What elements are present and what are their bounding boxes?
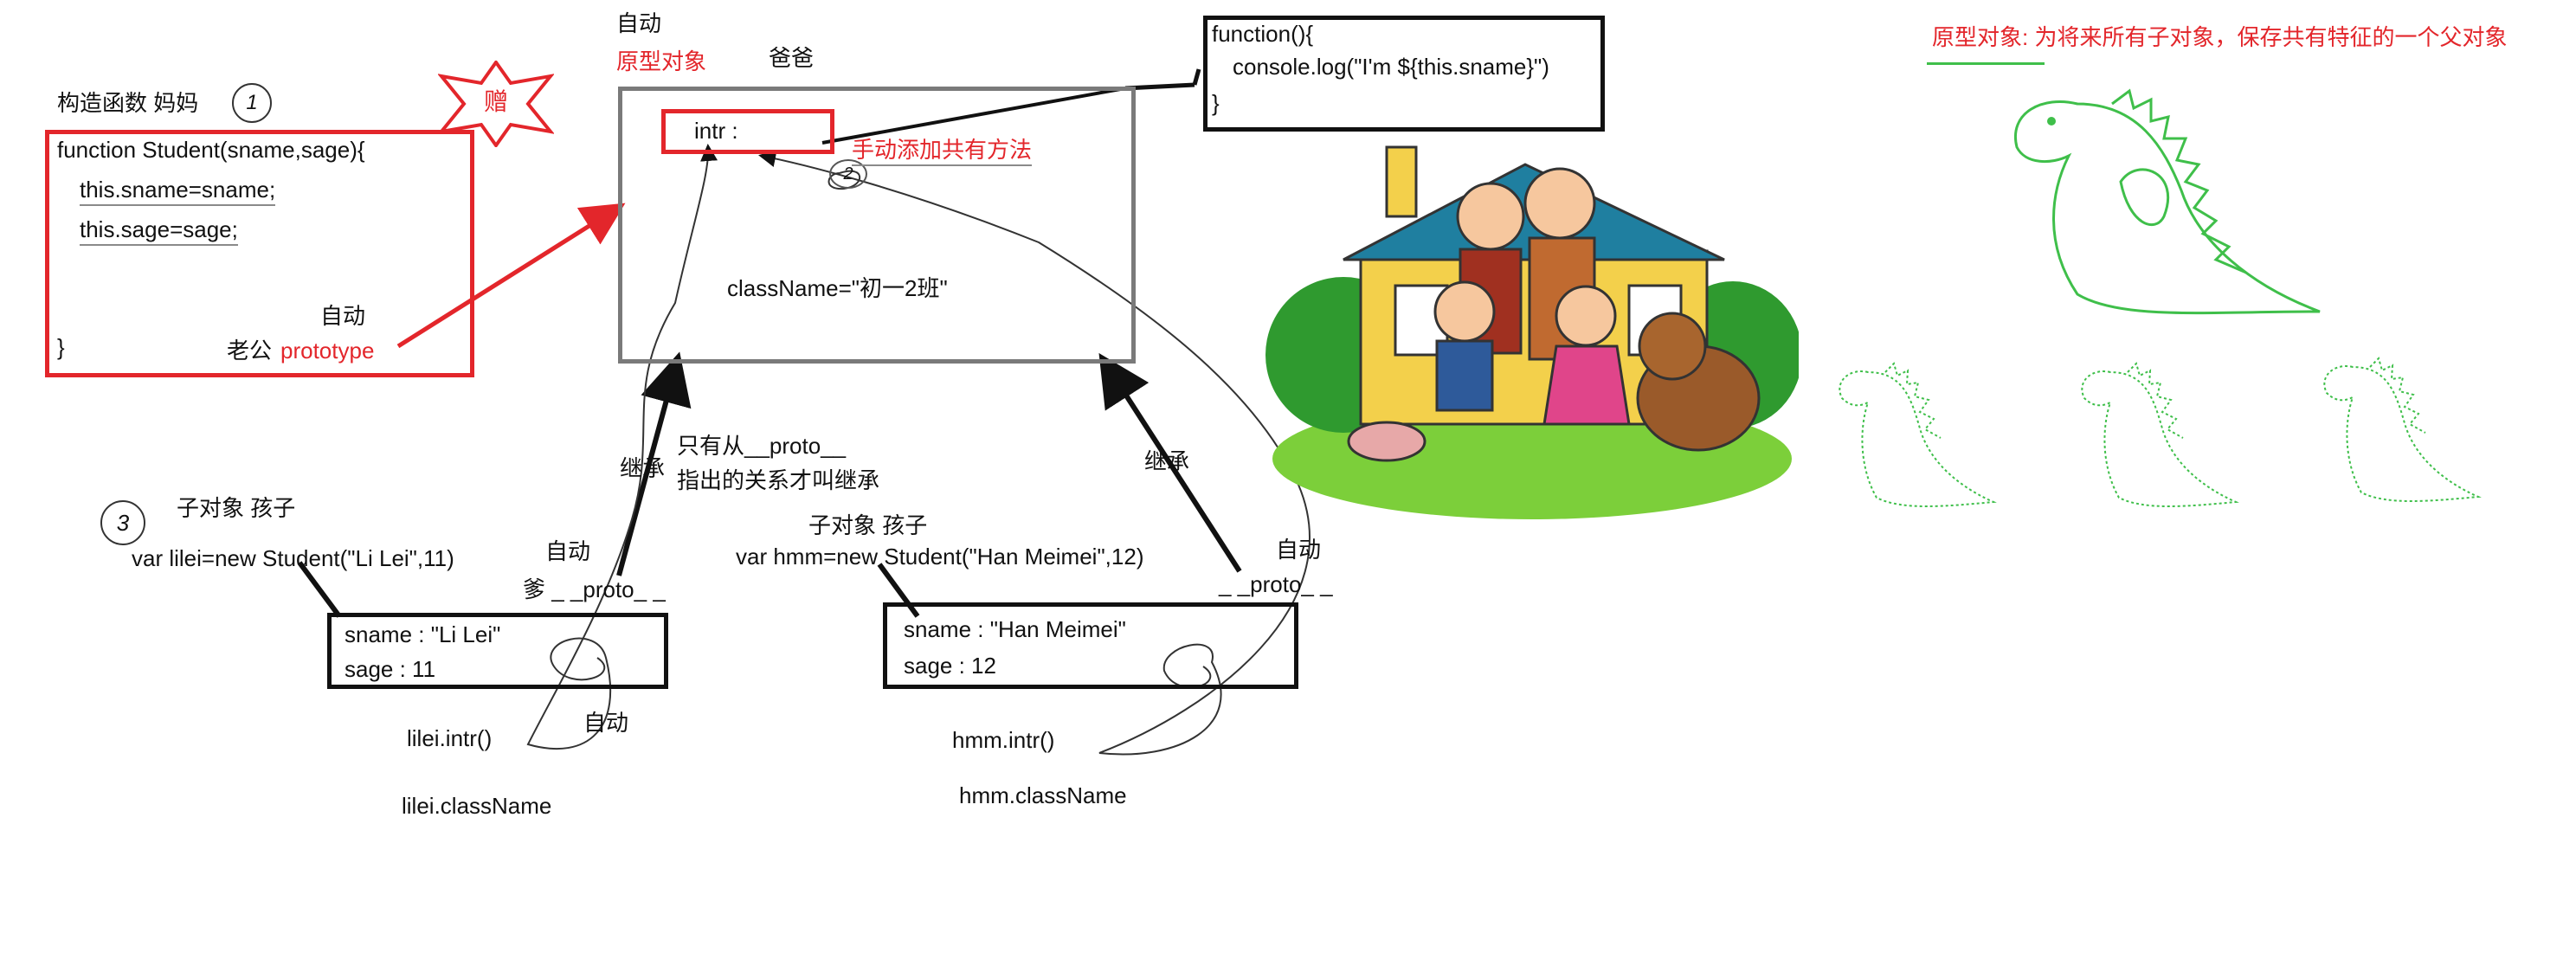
prototype-box bbox=[618, 87, 1136, 364]
hmm-object-box bbox=[883, 602, 1298, 689]
dinosaur-small-icon-3 bbox=[2323, 357, 2482, 502]
hmm-code: var hmm=new Student("Han Meimei",12) bbox=[736, 544, 1144, 570]
constructor-line-3: this.sage=sage; bbox=[80, 216, 238, 246]
gift-star: 赠 bbox=[437, 59, 555, 149]
step-2-badge: 2 bbox=[829, 159, 867, 189]
prototype-auto-label: 自动 bbox=[616, 10, 662, 36]
hmm-proto-arrow bbox=[1098, 352, 1242, 573]
prototype-label: prototype bbox=[280, 338, 375, 364]
intr-label: intr : bbox=[694, 118, 738, 144]
lilei-lookup-curve bbox=[526, 144, 718, 750]
lilei-code: var lilei=new Student("Li Lei",11) bbox=[132, 545, 454, 571]
lilei-auto-label: 自动 bbox=[545, 538, 591, 564]
function-line-3: } bbox=[1212, 90, 1220, 116]
lilei-classname-access: lilei.className bbox=[402, 793, 552, 819]
husband-label: 老公 bbox=[227, 338, 273, 364]
lilei-intr-call: lilei.intr() bbox=[407, 725, 493, 751]
gift-label: 赠 bbox=[483, 88, 508, 115]
prototype-definition-note: 原型对象: 为将来所有子对象，保存共有特征的一个父对象 bbox=[1932, 24, 2508, 50]
step-1-badge: 1 bbox=[232, 83, 272, 123]
constructor-box bbox=[45, 130, 474, 377]
dinosaur-small-icon-1 bbox=[1839, 362, 1997, 507]
step-3-badge: 3 bbox=[100, 500, 145, 545]
constructor-line-1: function Student(sname,sage){ bbox=[57, 137, 365, 163]
hmm-lookup-curve bbox=[758, 150, 1311, 756]
note-underline bbox=[1927, 62, 2045, 65]
class-name-text: className="初一2班" bbox=[727, 275, 948, 301]
family-house-illustration bbox=[1265, 138, 1802, 519]
lilei-var-line bbox=[297, 561, 342, 618]
hmm-sname: sname : "Han Meimei" bbox=[904, 616, 1126, 642]
lilei-call-auto-label: 自动 bbox=[583, 710, 629, 736]
hmm-heading: 子对象 孩子 bbox=[808, 512, 928, 538]
intr-to-function-arrow-2 bbox=[1192, 68, 1201, 86]
dinosaur-parent-sketch bbox=[1991, 69, 2337, 329]
dinosaur-child-sketch-1 bbox=[1825, 346, 1998, 519]
prototype-arrow bbox=[396, 203, 626, 349]
inherit-note-line-2: 指出的关系才叫继承 bbox=[677, 467, 880, 493]
dinosaur-child-sketch-2 bbox=[2067, 346, 2240, 519]
lilei-sname: sname : "Li Lei" bbox=[345, 621, 501, 647]
dinosaur-big-icon bbox=[2014, 88, 2321, 315]
prototype-title: 原型对象 bbox=[616, 48, 707, 74]
hmm-auto-label: 自动 bbox=[1276, 537, 1322, 563]
lilei-sage: sage : 11 bbox=[345, 656, 436, 682]
intr-link-line bbox=[821, 87, 1126, 145]
inherit-label-right: 继承 bbox=[1144, 448, 1190, 474]
inherit-label-left: 继承 bbox=[620, 455, 666, 481]
intr-highlight-box bbox=[661, 109, 834, 154]
hmm-intr-call: hmm.intr() bbox=[952, 727, 1055, 753]
lilei-heading: 子对象 孩子 bbox=[177, 495, 296, 521]
family-picture-icon bbox=[1265, 145, 1802, 519]
constructor-heading: 构造函数 妈妈 bbox=[57, 90, 199, 116]
function-box bbox=[1203, 16, 1605, 132]
dinosaur-small-icon-2 bbox=[2081, 362, 2239, 507]
intr-to-function-arrow bbox=[1124, 82, 1195, 91]
hmm-classname-access: hmm.className bbox=[959, 782, 1127, 808]
dinosaur-child-sketch-3 bbox=[2309, 341, 2483, 514]
inherit-note-line-1: 只有从__proto__ bbox=[677, 433, 847, 459]
constructor-line-4: } bbox=[57, 334, 65, 360]
lilei-proto-arrow bbox=[616, 351, 692, 576]
manual-add-label: 手动添加共有方法 bbox=[852, 137, 1033, 166]
function-line-2: console.log("I'm ${this.sname}") bbox=[1233, 54, 1549, 80]
function-line-1: function(){ bbox=[1212, 21, 1314, 47]
dad-label: 爸爸 bbox=[769, 45, 815, 71]
constructor-auto-label: 自动 bbox=[320, 303, 366, 329]
hmm-proto-label: _ _proto_ _ bbox=[1219, 571, 1333, 597]
star-icon bbox=[437, 59, 555, 149]
hmm-var-line bbox=[877, 563, 920, 618]
hmm-sage: sage : 12 bbox=[904, 653, 996, 679]
lilei-proto-label: 爹 _ _proto_ _ bbox=[523, 576, 666, 602]
constructor-line-2: this.sname=sname; bbox=[80, 177, 276, 206]
lilei-object-box bbox=[327, 613, 668, 689]
